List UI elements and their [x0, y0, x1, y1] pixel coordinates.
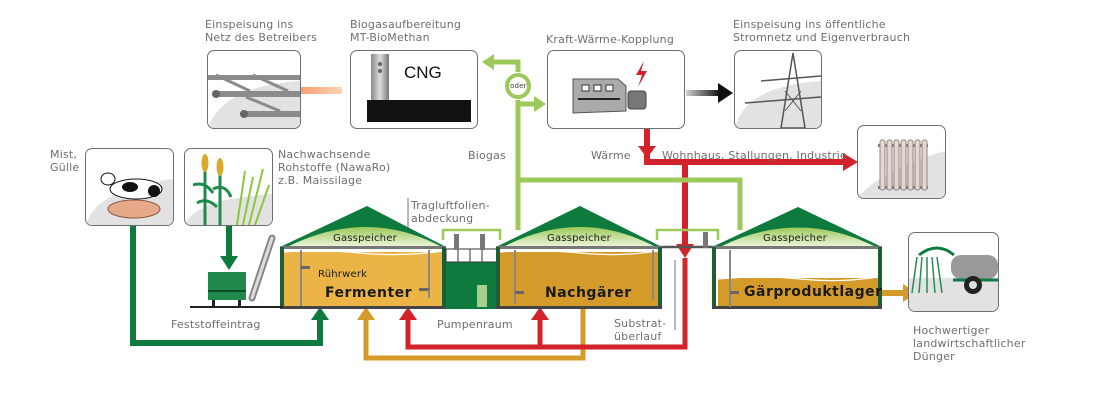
pump-room [445, 234, 498, 309]
upgrading-label: Biogasaufbereitung MT-BioMethan [350, 18, 462, 44]
biomethan-box: CNG [350, 50, 478, 129]
biogas-lines [441, 54, 743, 240]
gas-storage-label-3: Gasspeicher [763, 233, 827, 244]
fermenter-tank [280, 206, 446, 309]
radiator-icon [858, 139, 945, 198]
pump-room-label: Pumpenraum [437, 318, 513, 331]
cow-pig-icon [86, 172, 173, 225]
crops-box [184, 148, 273, 226]
agitator-label: Rührwerk [318, 269, 368, 280]
engine-generator-icon [572, 61, 647, 114]
gas-storage-label-2: Gasspeicher [547, 233, 611, 244]
post-digester-label: Nachgärer [545, 285, 632, 301]
heating-box [857, 125, 946, 199]
manure-label: Mist, Gülle [50, 148, 80, 174]
fermenter-label: Fermenter [325, 285, 413, 301]
power-feed-arrow [686, 83, 733, 103]
overflow-label: Substrat- überlauf [614, 317, 667, 343]
or-label: oder [510, 82, 527, 90]
storage-tank [703, 207, 882, 309]
storage-label: Gärproduktlager [744, 284, 883, 300]
power-grid-box [734, 50, 822, 129]
or-junction [505, 73, 531, 99]
manure-box [85, 148, 174, 226]
gas-grid-box [207, 50, 301, 129]
power-pylon-icon [735, 52, 821, 128]
lightning-icon [636, 61, 647, 87]
corn-grass-icon [185, 154, 272, 225]
membrane-label: Tragluftfolien- abdeckung [411, 199, 490, 225]
crops-label: Nachwachsende Rohstoffe (NawaRo) z.B. Ma… [278, 148, 391, 187]
chp-label: Kraft-Wärme-Kopplung [546, 33, 675, 46]
gas-storage-label-1: Gasspeicher [333, 233, 397, 244]
solids-feeder [190, 234, 283, 308]
heat-label: Wärme [591, 149, 631, 162]
slurry-tanker-icon [909, 246, 998, 311]
chp-box [547, 50, 685, 129]
post-digester-tank [496, 206, 662, 309]
power-feed-label: Einspeisung ins öffentliche Stromnetz un… [733, 18, 911, 44]
biogas-label: Biogas [468, 149, 506, 162]
fertilizer-label: Hochwertiger landwirtschaftlicher Dünger [913, 324, 1026, 363]
grid-feed-label: Einspeisung ins Netz des Betreibers [205, 18, 318, 44]
substrate-recirculation-line [357, 305, 586, 361]
arrow-down-icon [220, 256, 238, 270]
gas-pipes-icon [208, 73, 300, 128]
solids-feed-label: Feststoffeintrag [171, 318, 261, 331]
heat-consumers-label: Wohnhaus, Stallungen, Industrie [662, 149, 847, 162]
cng-label: CNG [404, 63, 442, 82]
heat-lines [399, 128, 858, 350]
fertilizer-box [908, 232, 999, 312]
cng-station-icon [367, 54, 471, 122]
